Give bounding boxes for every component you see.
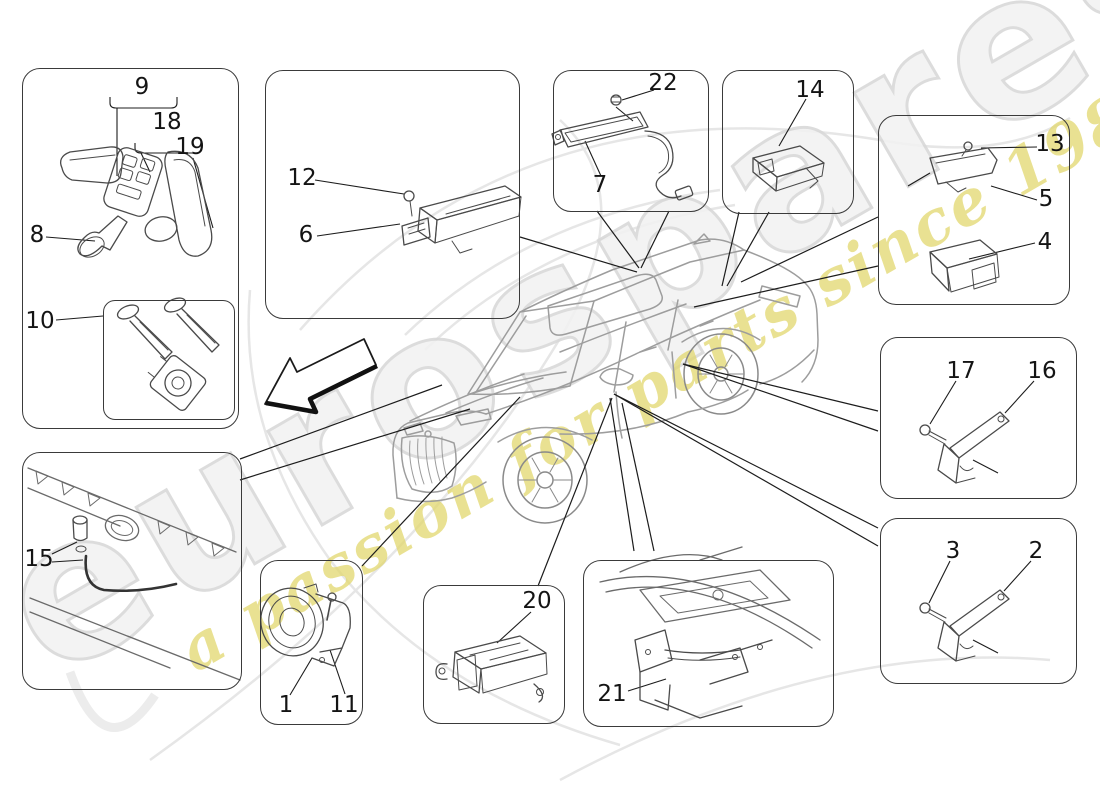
callout-10: 10 [25, 308, 55, 334]
panel-antenna-cable [553, 70, 709, 212]
callout-15: 15 [24, 546, 54, 572]
chassis-bracket-part [599, 546, 821, 719]
callout-5: 5 [1038, 186, 1054, 212]
callout-2: 2 [1028, 538, 1044, 564]
panel-siren [260, 560, 363, 725]
panel-rear-antennas [878, 115, 1070, 305]
panel-ecu [423, 585, 565, 724]
callout-1: 1 [278, 692, 294, 718]
direction-arrow-icon [264, 338, 378, 415]
callout-13: 13 [1035, 131, 1065, 157]
panel-control-unit [265, 70, 520, 319]
callout-16: 16 [1027, 358, 1057, 384]
callout-17: 17 [946, 358, 976, 384]
panel-chassis-bracket [583, 560, 834, 727]
callout-22: 22 [648, 70, 678, 96]
panel-trim-panel [22, 452, 242, 690]
antenna-cable-part [551, 94, 694, 201]
callout-8: 8 [29, 222, 45, 248]
key-blade-parts [116, 297, 220, 411]
key-fob-parts [59, 146, 213, 258]
callout-11: 11 [329, 692, 359, 718]
panel-bracket-upper [880, 337, 1077, 499]
callout-4: 4 [1037, 229, 1053, 255]
callout-20: 20 [522, 588, 552, 614]
callout-6: 6 [298, 222, 314, 248]
rear-antenna-parts [929, 141, 1000, 293]
panel-bracket-lower [880, 518, 1077, 684]
trim-panel-part [27, 467, 241, 681]
callout-9: 9 [134, 74, 150, 100]
bracket-upper-part [919, 411, 1010, 484]
ecu-part [435, 635, 548, 703]
callout-18: 18 [152, 109, 182, 135]
siren-part [260, 583, 351, 667]
callout-21: 21 [597, 681, 627, 707]
callout-12: 12 [287, 165, 317, 191]
panel-key-blades [103, 300, 235, 420]
bracket-lower-part [919, 589, 1010, 662]
leader-lines [239, 210, 879, 587]
callout-leader-lines [45, 89, 1038, 696]
car-illustration [392, 233, 819, 524]
panel-roof-antenna [722, 70, 854, 214]
roof-antenna-part [752, 145, 825, 192]
callout-7: 7 [592, 172, 608, 198]
callout-14: 14 [795, 77, 825, 103]
callout-3: 3 [945, 538, 961, 564]
panel-key-fob [22, 68, 239, 429]
callout-19: 19 [175, 134, 205, 160]
